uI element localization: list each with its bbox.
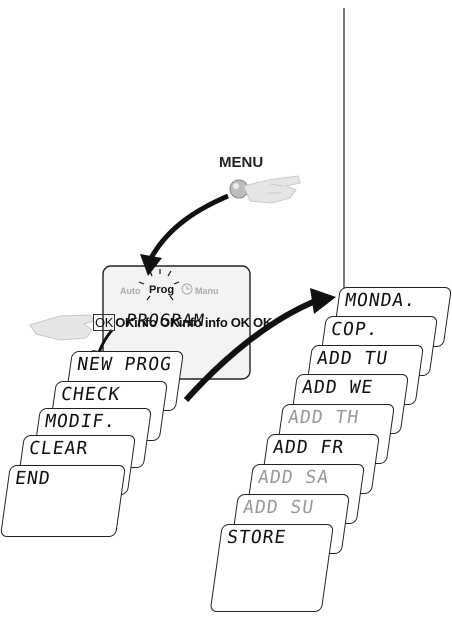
mode-prog-label: Prog <box>149 284 174 296</box>
left-hand-icon <box>30 315 94 340</box>
menu-label: MENU <box>219 154 263 171</box>
lcd-card-store: STORE <box>210 524 334 612</box>
curved-arrow-icon <box>140 196 228 276</box>
ok-boxed-label: OK <box>93 314 115 331</box>
lcd-card-end: END <box>0 465 126 537</box>
mode-manu-label: Manu <box>195 286 219 296</box>
mode-auto-label: Auto <box>120 286 141 296</box>
pointing-hand-icon <box>244 176 300 203</box>
button-labels-rest: OKinfo OKinfo info OK OK <box>115 315 272 330</box>
